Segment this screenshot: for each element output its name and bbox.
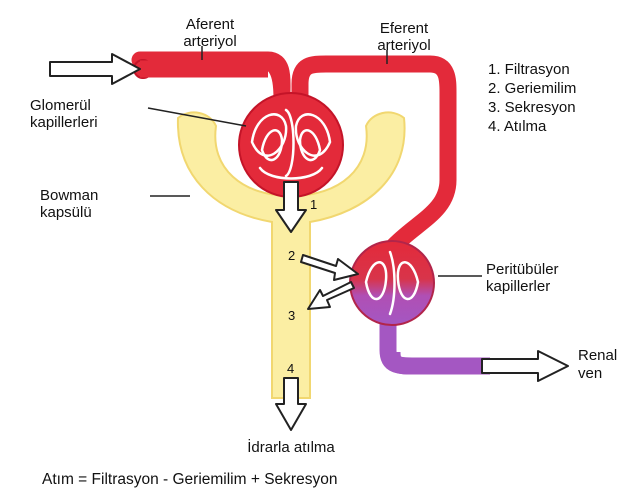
renal-vein-label-line2: ven <box>578 365 602 382</box>
step-number-4: 4 <box>287 361 294 376</box>
renal-vein-label-line1: Renal <box>578 347 617 364</box>
renal-vein-outflow-arrow <box>482 351 568 381</box>
peritubular-label-line1: Peritübüler <box>486 261 559 278</box>
legend-item-1: 1. Filtrasyon <box>488 61 570 78</box>
bowman-label-line1: Bowman <box>40 187 98 204</box>
glomerul-label-line2: kapillerleri <box>30 114 98 131</box>
excretion-formula: Atım = Filtrasyon - Geriemilim + Sekresy… <box>42 471 337 488</box>
peritubular-label-line2: kapillerler <box>486 278 550 295</box>
step-number-2: 2 <box>288 248 295 263</box>
afferent-inflow-arrow <box>50 54 140 84</box>
step-number-1: 1 <box>310 197 317 212</box>
bowman-label-line2: kapsülü <box>40 204 92 221</box>
step-number-3: 3 <box>288 308 295 323</box>
legend-item-3: 3. Sekresyon <box>488 99 576 116</box>
glomerul-label-line1: Glomerül <box>30 97 91 114</box>
urine-excretion-label: İdrarla atılma <box>247 438 335 456</box>
secretion-arrow <box>308 282 354 309</box>
efferent-label-line1: Eferent <box>380 20 429 37</box>
legend-item-2: 2. Geriemilim <box>488 80 576 97</box>
efferent-label-line2: arteriyol <box>377 37 430 54</box>
legend: 1. Filtrasyon 2. Geriemilim 3. Sekresyon… <box>488 61 576 135</box>
peritubular-capillaries <box>350 241 434 325</box>
legend-item-4: 4. Atılma <box>488 118 547 135</box>
afferent-label-line1: Aferent <box>186 16 235 33</box>
afferent-label-line2: arteriyol <box>183 33 236 50</box>
